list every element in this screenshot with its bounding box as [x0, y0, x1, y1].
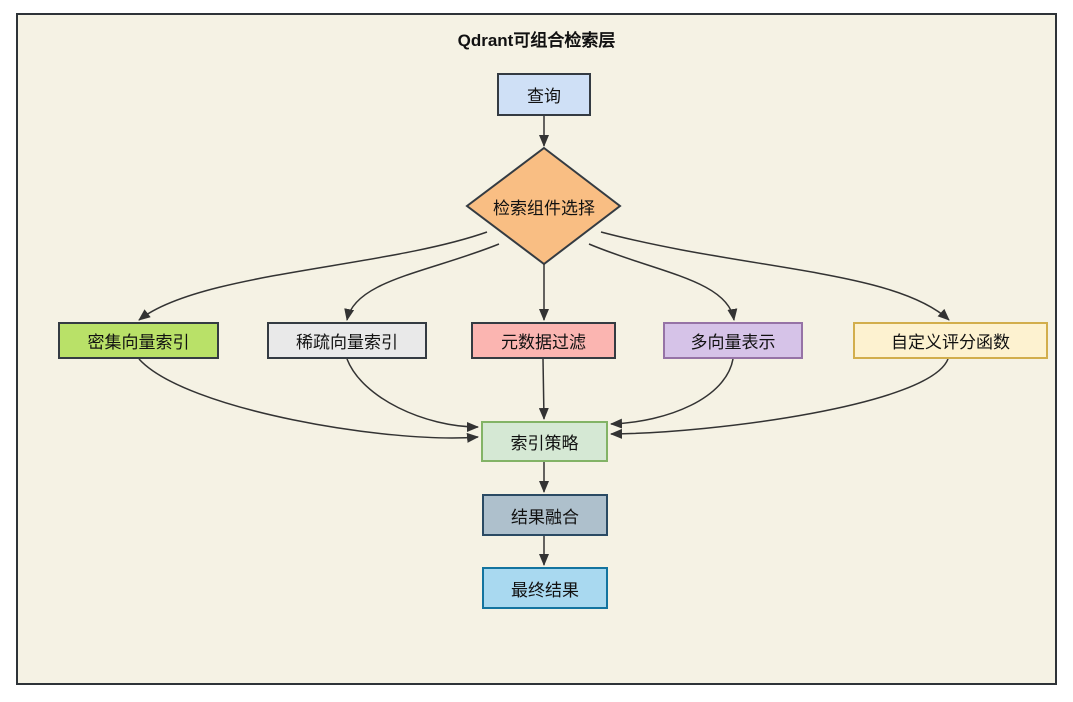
node-sparse-vector-index: 稀疏向量索引	[267, 322, 427, 359]
node-index-strategy: 索引策略	[481, 421, 608, 462]
node-result-fusion: 结果融合	[482, 494, 608, 536]
node-multivector-representation: 多向量表示	[663, 322, 803, 359]
node-dense-vector-index: 密集向量索引	[58, 322, 219, 359]
node-query: 查询	[497, 73, 591, 116]
node-selector-label: 检索组件选择	[493, 198, 595, 218]
node-metadata-filter: 元数据过滤	[471, 322, 616, 359]
node-final-result: 最终结果	[482, 567, 608, 609]
node-custom-scoring-function: 自定义评分函数	[853, 322, 1048, 359]
diagram-title: Qdrant可组合检索层	[457, 31, 616, 50]
